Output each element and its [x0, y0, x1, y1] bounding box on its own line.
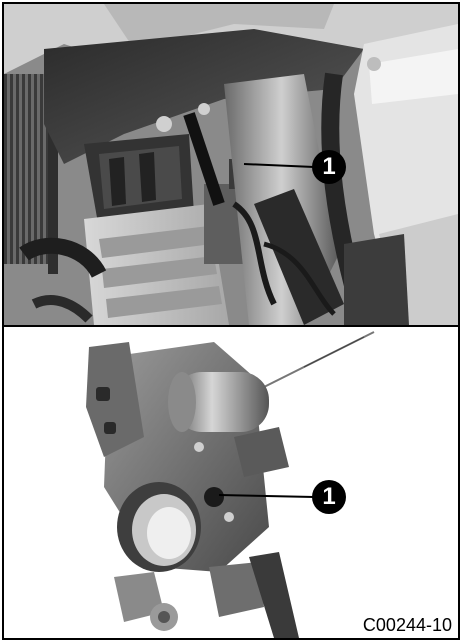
figure-code: C00244-10 — [362, 615, 452, 635]
panel-divider — [4, 325, 458, 327]
throttle-body-diagram: 1 C00244-10 — [4, 327, 458, 638]
engine-bay-photo: 1 — [4, 4, 458, 325]
throttle-body-illustration — [4, 327, 458, 638]
engine-bay-illustration — [4, 4, 458, 325]
callout-badge-top: 1 — [312, 150, 346, 184]
callout-badge-bottom: 1 — [312, 480, 346, 514]
